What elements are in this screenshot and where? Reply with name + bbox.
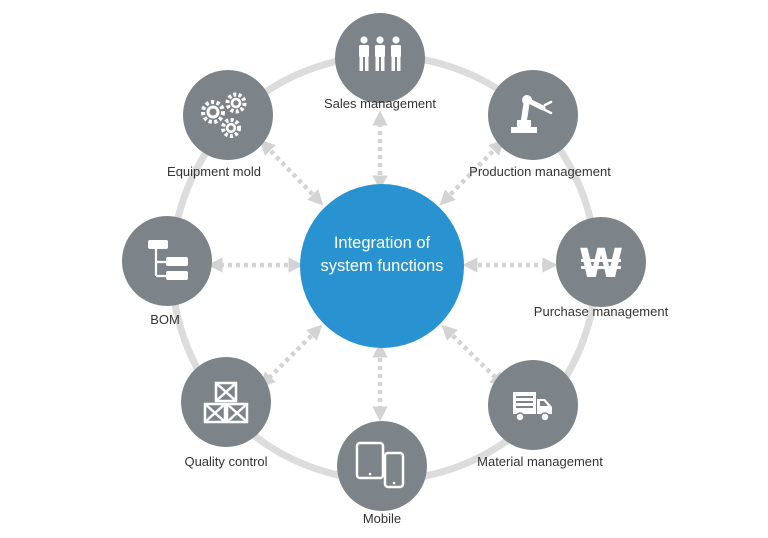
node-equipment-circle (183, 70, 273, 160)
robot-arm-icon (511, 95, 553, 133)
arrow-material (441, 324, 506, 388)
won-currency-icon: W (579, 241, 623, 287)
node-material (488, 360, 578, 450)
tree-structure-icon (148, 240, 188, 280)
center-title: Integration of system functions (300, 232, 464, 278)
arrow-quality (259, 324, 323, 388)
label-sales: Sales management (323, 96, 437, 111)
node-production-circle (488, 70, 578, 160)
node-quality (181, 357, 271, 447)
arrow-equipment (259, 139, 324, 206)
people-icon (359, 36, 401, 71)
label-quality: Quality control (184, 454, 268, 469)
label-equipment: Equipment mold (167, 164, 261, 179)
stacked-boxes-icon (203, 381, 249, 424)
node-equipment (183, 70, 273, 160)
label-bom: BOM (150, 312, 180, 327)
arrow-production (439, 139, 505, 206)
label-purchase: Purchase management (533, 304, 669, 319)
center-title-line-2: system functions (320, 257, 444, 275)
center-title-line-1: Integration of (333, 234, 431, 252)
arrows (207, 110, 558, 422)
svg-text:W: W (579, 241, 623, 287)
label-material: Material management (477, 454, 603, 469)
gears-icon (201, 92, 247, 138)
label-mobile: Mobile (362, 511, 402, 526)
node-purchase: W (556, 217, 646, 307)
node-sales-circle (335, 13, 425, 103)
label-production: Production management (469, 164, 611, 179)
node-mobile (337, 421, 427, 511)
node-production (488, 70, 578, 160)
node-bom (122, 216, 212, 306)
tablet-phone-icon (355, 441, 405, 489)
node-sales (335, 13, 425, 103)
center-circle (300, 184, 464, 348)
delivery-truck-icon (513, 392, 552, 422)
